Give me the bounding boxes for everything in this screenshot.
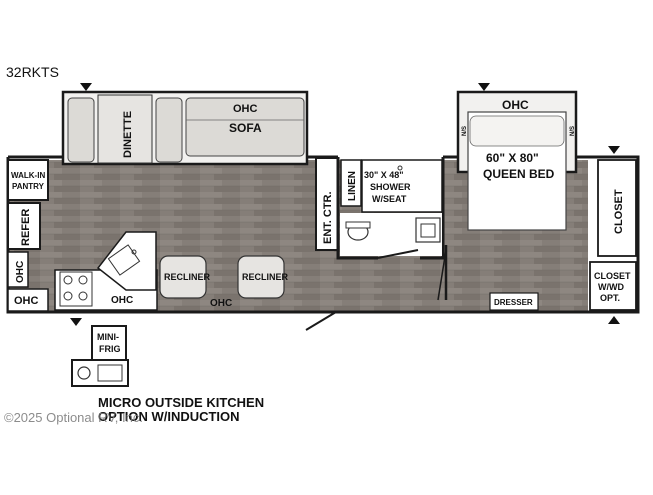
minifrig-label-1: MINI-: [97, 332, 119, 342]
outside-sink: [97, 364, 123, 382]
arrow-marker-icon: [608, 316, 620, 324]
dinette-bench-right: [155, 97, 183, 163]
closet-wd-label-1: CLOSET: [594, 271, 631, 281]
closet-wd: [589, 261, 637, 311]
dinette-label: DINETTE: [122, 111, 134, 158]
bed-label-1: 60" X 80": [486, 151, 539, 165]
bathroom-wall-right: [420, 157, 445, 260]
bathroom-door: [377, 249, 419, 259]
bed-label-2: QUEEN BED: [483, 167, 555, 181]
burner-1: [63, 275, 73, 285]
dresser: [489, 292, 539, 311]
walkin-label-1: WALK-IN: [11, 171, 45, 180]
dinette-table: [97, 94, 153, 164]
outside-caption-line-2: OPTION W/INDUCTION: [98, 409, 240, 424]
model-name: 32RKTS: [6, 64, 59, 80]
arrow-marker-icon: [80, 83, 92, 91]
walkin-pantry: [7, 159, 49, 201]
ohc-front-label: OHC: [210, 298, 232, 309]
arrow-marker-icon: [608, 146, 620, 154]
linen-label: LINEN: [347, 171, 358, 201]
arrow-marker-icon: [478, 83, 490, 91]
bedroom-door: [437, 249, 447, 301]
closet-wd-label-3: OPT.: [600, 293, 620, 303]
closet: [597, 159, 637, 257]
bed-headboard: [469, 115, 565, 147]
lavatory: [415, 217, 441, 243]
walkin-label-2: PANTRY: [12, 182, 45, 191]
cooktop-icon: [77, 366, 91, 380]
minifrig-label-2: FRIG: [99, 344, 121, 354]
burner-3: [63, 291, 73, 301]
ohc-side-label: OHC: [15, 261, 26, 283]
linen-closet: [340, 159, 362, 207]
closet-label: CLOSET: [613, 189, 625, 234]
refer-label: REFER: [20, 209, 32, 246]
recliner-left: [159, 255, 207, 299]
burner-2: [78, 275, 88, 285]
shower-label-2: SHOWER: [370, 182, 411, 192]
ohc-kitchen-label: OHC: [111, 295, 133, 306]
dinette-bench-left: [67, 97, 95, 163]
recliner-2-label: RECLINER: [242, 272, 289, 282]
burner-4: [78, 291, 88, 301]
watermark: ©2025 Optional RV, Inc.: [4, 410, 143, 425]
outside-kitchen-caption: MICRO OUTSIDE KITCHEN OPTION W/INDUCTION: [98, 396, 268, 424]
mini-frig: [91, 325, 127, 361]
closet-wd-label-2: W/WD: [598, 282, 624, 292]
nightstand-label-2: N/S: [570, 126, 576, 136]
bathroom-walls: [336, 157, 378, 260]
dresser-label: DRESSER: [494, 298, 533, 307]
recliner-right: [237, 255, 285, 299]
sofa-ohc-label: OHC: [233, 103, 258, 115]
toilet-tank: [345, 221, 371, 229]
shower-label-1: 30" X 48": [364, 170, 404, 180]
nightstand-label-1: N/S: [462, 126, 468, 136]
entry-door: [305, 311, 337, 331]
sofa-label: SOFA: [229, 121, 262, 135]
lavatory-basin: [420, 223, 436, 238]
ent-ctr-label: ENT. CTR.: [322, 191, 334, 244]
faucet-icon: [131, 249, 137, 255]
ohc-side: [7, 251, 29, 288]
shower-drain-icon: [397, 165, 403, 171]
shower-label-3: W/SEAT: [372, 194, 407, 204]
recliner-1-label: RECLINER: [164, 272, 211, 282]
ohc-bottom-left-label: OHC: [14, 295, 39, 307]
ohc-bottom-left: [7, 288, 49, 312]
sofa: [185, 97, 305, 157]
refrigerator: [7, 202, 41, 250]
outside-caption-line-1: MICRO OUTSIDE KITCHEN: [98, 395, 265, 410]
arrow-marker-icon: [70, 318, 82, 326]
bed-ohc-label: OHC: [502, 98, 529, 112]
